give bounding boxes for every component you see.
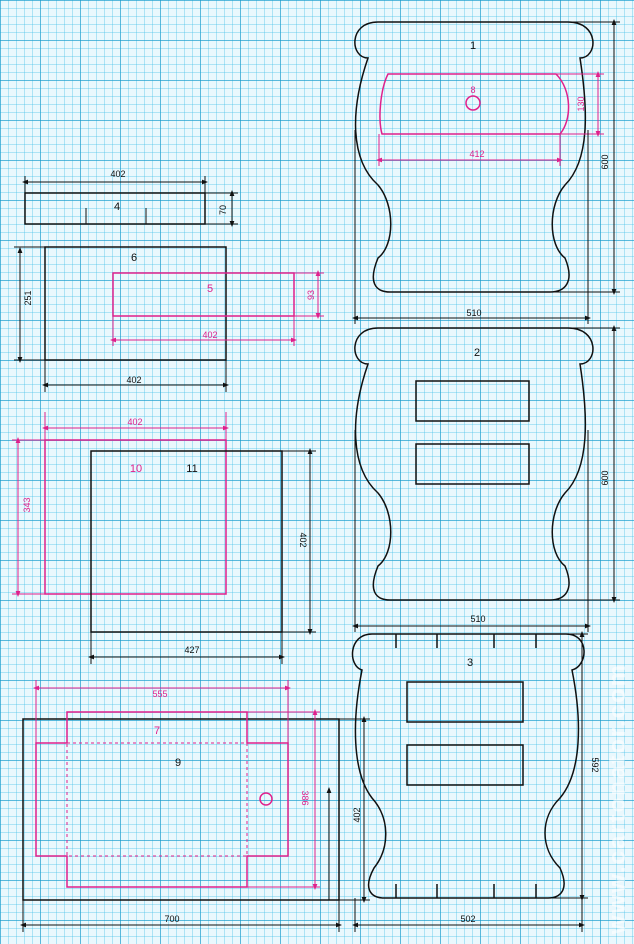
dim-343: 343 — [22, 497, 32, 512]
part-11-label: 11 — [186, 463, 197, 475]
dim-427: 427 — [184, 645, 199, 655]
dim-386: 386 — [300, 790, 310, 805]
part-10 — [12, 412, 229, 597]
dim-402-part4: 402 — [110, 169, 125, 179]
part-9 — [20, 716, 370, 932]
dim-600-part2: 600 — [600, 470, 610, 485]
part-11 — [88, 448, 316, 664]
dim-130: 130 — [576, 96, 586, 111]
part-3 — [351, 631, 588, 932]
dim-251: 251 — [23, 290, 33, 305]
part-4-label: 4 — [114, 201, 120, 213]
dim-600-part1: 600 — [600, 154, 610, 169]
dim-402-part6: 402 — [126, 375, 141, 385]
dim-70: 70 — [218, 205, 228, 215]
part-6 — [14, 246, 229, 392]
dim-510-part1: 510 — [466, 308, 481, 318]
dim-402-part10: 402 — [127, 417, 142, 427]
part-3-label: 3 — [467, 657, 473, 669]
dim-93: 93 — [306, 290, 316, 300]
part-7-label: 7 — [154, 725, 160, 737]
dim-402-part5: 402 — [202, 330, 217, 340]
dim-510-part2: 510 — [470, 614, 485, 624]
part-7 — [33, 680, 320, 890]
part-2 — [352, 325, 620, 632]
dim-700: 700 — [164, 914, 179, 924]
part-4 — [22, 176, 238, 227]
part-5-label: 5 — [207, 283, 213, 295]
part-6-label: 6 — [131, 252, 137, 264]
watermark: www.cartonator.com — [604, 662, 631, 934]
dim-555: 555 — [152, 689, 167, 699]
part-1-label: 1 — [470, 40, 476, 52]
part-9-label: 9 — [175, 757, 181, 769]
dim-402-part9: 402 — [352, 807, 362, 822]
dim-502: 502 — [460, 914, 475, 924]
part-1 — [352, 19, 620, 324]
part-2-label: 2 — [474, 347, 480, 359]
dim-402-part11: 402 — [298, 532, 308, 547]
dim-592: 592 — [590, 757, 600, 772]
part-10-label: 10 — [130, 463, 142, 475]
part-5 — [110, 270, 324, 346]
dim-412: 412 — [469, 149, 484, 159]
part-8-label: 8 — [470, 85, 475, 95]
